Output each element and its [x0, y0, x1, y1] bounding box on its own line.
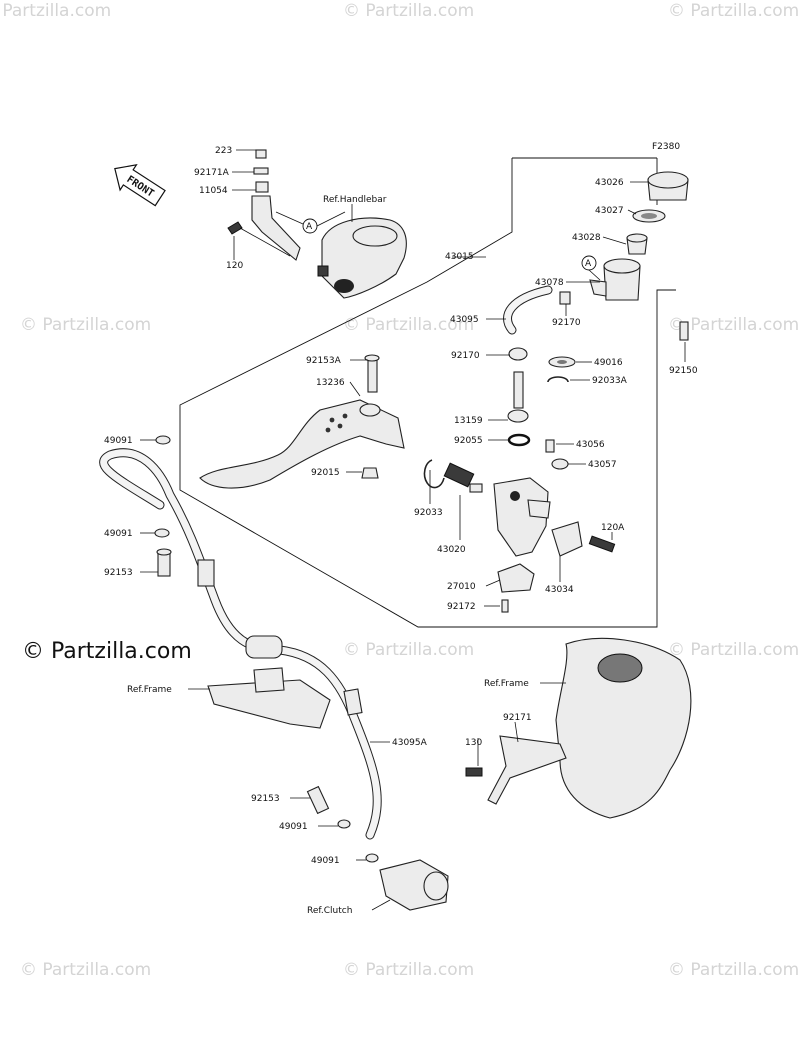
- label-43028: 43028: [572, 233, 601, 243]
- bleeder-43056: [545, 439, 555, 453]
- handlebar-bracket: [227, 149, 301, 261]
- ref-a-marker: A: [581, 255, 601, 281]
- watermark-text: © Partzilla.com: [20, 960, 151, 980]
- clutch-lever: [199, 399, 405, 489]
- watermark-primary: © Partzilla.com: [22, 639, 192, 664]
- switch-27010: [497, 563, 535, 593]
- washer-49016: [548, 356, 576, 368]
- label-43015: 43015: [445, 252, 474, 262]
- label-49091-d: 49091: [311, 856, 340, 866]
- label-92153-b: 92153: [251, 794, 280, 804]
- label-43020: 43020: [437, 545, 466, 555]
- ref-a-text: A: [585, 259, 592, 269]
- label-92153A: 92153A: [306, 356, 342, 366]
- label-92172: 92172: [447, 602, 476, 612]
- label-27010: 27010: [447, 582, 476, 592]
- label-49091-a: 49091: [104, 436, 133, 446]
- bolt-92150: [679, 321, 689, 341]
- master-cylinder-body: [493, 477, 551, 557]
- handlebar-switch-housing: [317, 217, 407, 299]
- label-43034: 43034: [545, 585, 574, 595]
- bolt-92153A: [364, 354, 380, 393]
- watermark-text: © Partzilla.com: [343, 315, 474, 335]
- frame-bracket-left: [207, 667, 331, 729]
- label-11054: 11054: [199, 186, 228, 196]
- watermark-text: © Partzilla.com: [668, 640, 799, 660]
- label-ref-clutch: Ref.Clutch: [307, 906, 352, 916]
- label-92055: 92055: [454, 436, 483, 446]
- watermark-text: © Partzilla.com: [668, 1, 799, 21]
- hose-clamp: [508, 347, 528, 361]
- label-43056: 43056: [576, 440, 605, 450]
- push-rod-13159: [507, 371, 529, 423]
- reservoir-tank: [589, 258, 641, 301]
- label-ref-handlebar: Ref.Handlebar: [323, 195, 387, 205]
- washer-49091-lower: [337, 819, 379, 863]
- label-92033A: 92033A: [592, 376, 628, 386]
- label-13159: 13159: [454, 416, 483, 426]
- ref-a-marker: A: [275, 211, 346, 234]
- bolt-120A: [588, 535, 616, 553]
- label-43057: 43057: [588, 460, 617, 470]
- watermark-text: © Partzilla.com: [343, 1, 474, 21]
- watermarks: © Partzilla.com © Partzilla.com © Partzi…: [0, 1, 799, 980]
- nut-92015: [361, 467, 379, 479]
- label-43027: 43027: [595, 206, 624, 216]
- clutch-hose: [99, 448, 382, 840]
- label-49091-b: 49091: [104, 529, 133, 539]
- label-ref-frame-left: Ref.Frame: [127, 685, 172, 695]
- circlip-92033A: [547, 376, 569, 383]
- washer-49091: [154, 528, 170, 538]
- part-labels: 223 92171A 11054 120 Ref.Handlebar 43015…: [104, 146, 698, 916]
- label-92171A: 92171A: [194, 168, 230, 178]
- label-120: 120: [226, 261, 243, 271]
- reservoir-diaphragm: [626, 233, 648, 255]
- label-13236: 13236: [316, 378, 345, 388]
- label-120A: 120A: [601, 523, 625, 533]
- label-49091-c: 49091: [279, 822, 308, 832]
- reservoir-plate: [632, 209, 666, 223]
- figure-code: F2380: [652, 142, 680, 152]
- washer-49091-top: [155, 435, 171, 445]
- reservoir-hose: [503, 285, 571, 335]
- label-92150: 92150: [669, 366, 698, 376]
- watermark-text: © Partzilla.com: [343, 960, 474, 980]
- label-43026: 43026: [595, 178, 624, 188]
- frame-right: [465, 637, 692, 819]
- reservoir-cap: [647, 171, 689, 201]
- label-92170-upper: 92170: [552, 318, 581, 328]
- label-43078: 43078: [535, 278, 564, 288]
- watermark-text: © Partzilla.com: [343, 640, 474, 660]
- label-ref-frame-right: Ref.Frame: [484, 679, 529, 689]
- bolt-92153: [156, 548, 172, 577]
- label-43095A: 43095A: [392, 738, 428, 748]
- label-49016: 49016: [594, 358, 623, 368]
- watermark-text: © Partzilla.com: [668, 960, 799, 980]
- label-130: 130: [465, 738, 482, 748]
- label-92153-a: 92153: [104, 568, 133, 578]
- ref-a-text: A: [306, 222, 313, 232]
- watermark-text: © Partzilla.com: [668, 315, 799, 335]
- clutch-slave-cylinder: [379, 859, 449, 911]
- bolt-92153-lower: [306, 785, 330, 815]
- label-92015: 92015: [311, 468, 340, 478]
- clamp-43034: [551, 521, 583, 557]
- label-92033: 92033: [414, 508, 443, 518]
- label-223: 223: [215, 146, 232, 156]
- label-92170-lower: 92170: [451, 351, 480, 361]
- screw-92172: [501, 599, 509, 613]
- o-ring-92055: [507, 433, 531, 447]
- piston-kit-43020: [423, 459, 483, 493]
- leader-lines: [140, 149, 686, 911]
- watermark-text: © Partzilla.com: [0, 1, 111, 21]
- cap-43057: [551, 458, 569, 470]
- front-arrow-icon: FRONT: [114, 163, 166, 207]
- assembly-frame: [179, 157, 676, 628]
- watermark-text: © Partzilla.com: [20, 315, 151, 335]
- label-43095: 43095: [450, 315, 479, 325]
- label-92171: 92171: [503, 713, 532, 723]
